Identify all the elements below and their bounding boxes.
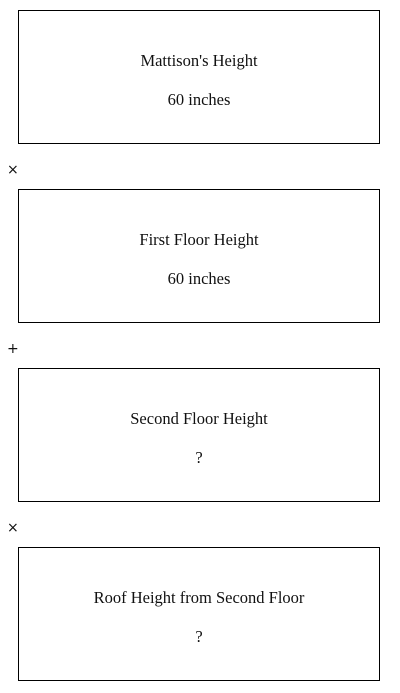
plus-operator: + bbox=[7, 341, 19, 357]
multiply-operator: × bbox=[7, 520, 19, 536]
box-value: 60 inches bbox=[167, 269, 231, 288]
box-value: ? bbox=[195, 627, 203, 646]
first-floor-height-box: First Floor Height 60 inches bbox=[18, 189, 380, 323]
box-title: Mattison's Height bbox=[140, 51, 258, 70]
box-value: ? bbox=[195, 448, 203, 467]
box-title: Second Floor Height bbox=[130, 409, 268, 428]
box-title: First Floor Height bbox=[139, 230, 259, 249]
box-value: 60 inches bbox=[167, 90, 231, 109]
box-title: Roof Height from Second Floor bbox=[93, 588, 305, 607]
second-floor-height-box: Second Floor Height ? bbox=[18, 368, 380, 502]
multiply-operator: × bbox=[7, 162, 19, 178]
roof-height-box: Roof Height from Second Floor ? bbox=[18, 547, 380, 681]
mattison-height-box: Mattison's Height 60 inches bbox=[18, 10, 380, 144]
